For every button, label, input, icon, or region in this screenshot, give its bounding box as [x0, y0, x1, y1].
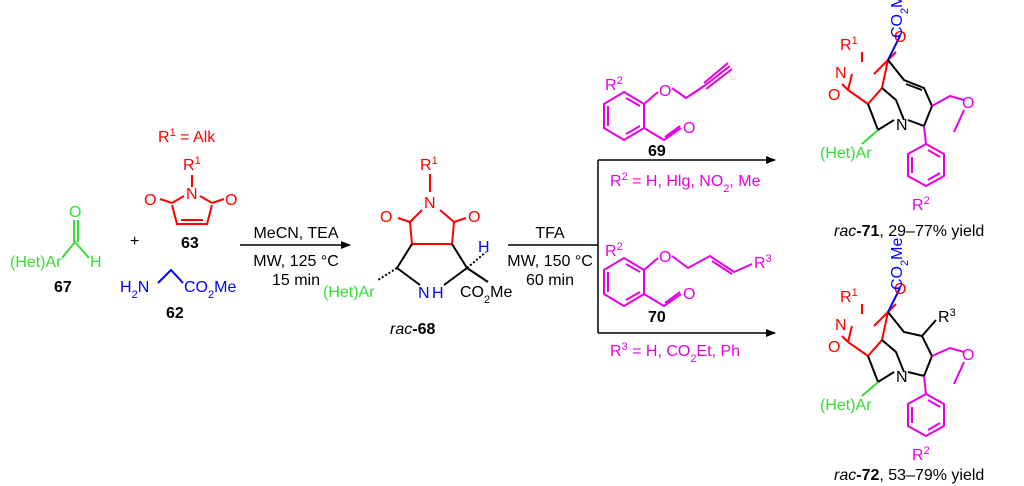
step-2-reagent: TFA	[535, 225, 565, 242]
carbonyl-oxygen-top: O	[894, 281, 906, 298]
ether-oxygen: O	[659, 249, 671, 266]
imide-nitrogen: N	[835, 65, 847, 82]
carbonyl-oxygen-top: O	[894, 29, 906, 46]
ester-group: CO2Me	[184, 279, 236, 301]
r2-substituent: R2	[605, 75, 623, 94]
compound-number-62: 62	[166, 305, 184, 322]
r2-substituent: R2	[912, 445, 930, 464]
core-bonds	[867, 311, 937, 383]
maleimide-bonds	[159, 175, 225, 225]
reagent-63: R1 = Alk R1 N O O 63	[144, 127, 237, 252]
compound-label-72: rac-72, 53–79% yield	[834, 467, 984, 484]
allyl-chain	[643, 254, 753, 275]
aldehyde-hydrogen: H	[90, 254, 102, 271]
compound-number-63: 63	[181, 235, 199, 252]
ester-bond	[887, 35, 901, 61]
carbonyl-oxygen-bottom: O	[828, 339, 840, 356]
reagent-69: R2 O O 69 R2 = H, Hlg, NO2, Me	[603, 62, 761, 195]
compound-label-68: rac-68	[390, 321, 435, 338]
r2-definition: R2 = H, Hlg, NO2, Me	[610, 171, 761, 195]
aldehyde-oxygen: O	[69, 204, 81, 221]
r1-substituent: R1	[840, 287, 858, 306]
aldehyde-bonds	[643, 125, 682, 142]
product-72: R1 N O O CO2Me R3 N O (Het)Ar R2 rac-72,…	[820, 238, 984, 484]
ester-group: CO2Me	[460, 284, 512, 306]
product-71: R1 N O O CO2Me N O (Het)Ar R2 rac-71, 29…	[820, 0, 984, 240]
amine-group: H2N	[120, 279, 149, 301]
imide-nitrogen: N	[424, 195, 436, 212]
r2-substituent: R2	[912, 195, 930, 214]
hetar-label: (Het)Ar	[820, 397, 872, 414]
pyran-bonds	[923, 94, 965, 145]
step-2-time: 60 min	[526, 272, 574, 289]
aldehyde-bonds	[61, 220, 90, 259]
ring-nitrogen: N	[896, 117, 908, 134]
carbonyl-oxygen-left: O	[144, 192, 156, 209]
compound-number-69: 69	[648, 143, 666, 160]
r3-substituent: R3	[754, 253, 772, 272]
hetar-label: (Het)Ar	[323, 284, 375, 301]
imide-ring-bonds	[841, 303, 897, 358]
step-2-conditions: MW, 150 °C	[507, 253, 593, 270]
compound-number-70: 70	[648, 309, 666, 326]
r3-substituent: R3	[938, 307, 956, 326]
benzene-ring	[603, 256, 645, 308]
step-2: TFA MW, 150 °C 60 min	[507, 156, 776, 337]
compound-number-67: 67	[54, 279, 72, 296]
aryl-ring	[907, 142, 945, 188]
r2-substituent: R2	[605, 241, 623, 260]
r3-definition: R3 = H, CO2Et, Ph	[610, 341, 740, 365]
hetar-bond	[861, 381, 879, 397]
carbonyl-oxygen-left: O	[380, 209, 392, 226]
ester-bond	[887, 287, 901, 313]
step-1-time: 15 min	[272, 272, 320, 289]
pyrrolidine-bonds	[396, 243, 489, 286]
imide-ring-bonds	[841, 51, 897, 106]
reagent-70: R2 O R3 O 70 R3 = H, CO2Et, Ph	[603, 241, 772, 365]
aldehyde-bonds	[643, 291, 682, 308]
glycinate-bonds	[157, 268, 184, 284]
carbonyl-oxygen-right: O	[225, 192, 237, 209]
ring-oxygen: O	[962, 347, 974, 364]
aryl-ring	[907, 392, 945, 438]
imide-nitrogen: N	[835, 317, 847, 334]
hetar-bond	[861, 129, 879, 145]
plus-sign: +	[130, 233, 139, 250]
compound-label-71: rac-71, 29–77% yield	[834, 223, 984, 240]
pyran-bonds	[923, 346, 965, 395]
hetar-label: (Het)Ar	[10, 254, 62, 271]
amine-hydrogen: H	[432, 285, 444, 302]
hetar-label: (Het)Ar	[820, 145, 872, 162]
benzene-ring	[603, 90, 645, 142]
step-1-conditions: MW, 125 °C	[253, 253, 339, 270]
r1-substituent: R1	[183, 155, 201, 174]
propargyl-chain	[643, 62, 733, 105]
ring-hydrogen: H	[478, 239, 490, 256]
compound-68: R1 N O O H N H (Het)Ar CO2Me rac-68	[323, 155, 512, 338]
aldehyde-oxygen: O	[683, 286, 695, 303]
ring-nitrogen: N	[896, 369, 908, 386]
r1-substituent: R1	[840, 35, 858, 54]
carbonyl-oxygen-bottom: O	[828, 87, 840, 104]
reagent-67: (Het)Ar O H 67	[10, 204, 102, 296]
step-1-reagents: MeCN, TEA	[253, 225, 338, 242]
ester-group: CO2Me	[889, 238, 911, 290]
core-bonds	[867, 59, 933, 131]
imide-nitrogen: N	[186, 186, 198, 203]
r1-definition: R1 = Alk	[158, 127, 216, 146]
stereo-hash-bonds	[377, 251, 487, 281]
step-1: MeCN, TEA MW, 125 °C 15 min	[240, 225, 351, 289]
r1-substituent: R1	[420, 155, 438, 174]
carbonyl-oxygen-right: O	[468, 209, 480, 226]
ring-oxygen: O	[962, 95, 974, 112]
amine-nitrogen: N	[418, 285, 430, 302]
ether-oxygen: O	[659, 83, 671, 100]
imide-ring-bonds	[397, 174, 467, 245]
reagent-62: H2N CO2Me 62	[120, 268, 236, 322]
ester-group: CO2Me	[889, 0, 911, 38]
aldehyde-oxygen: O	[683, 120, 695, 137]
